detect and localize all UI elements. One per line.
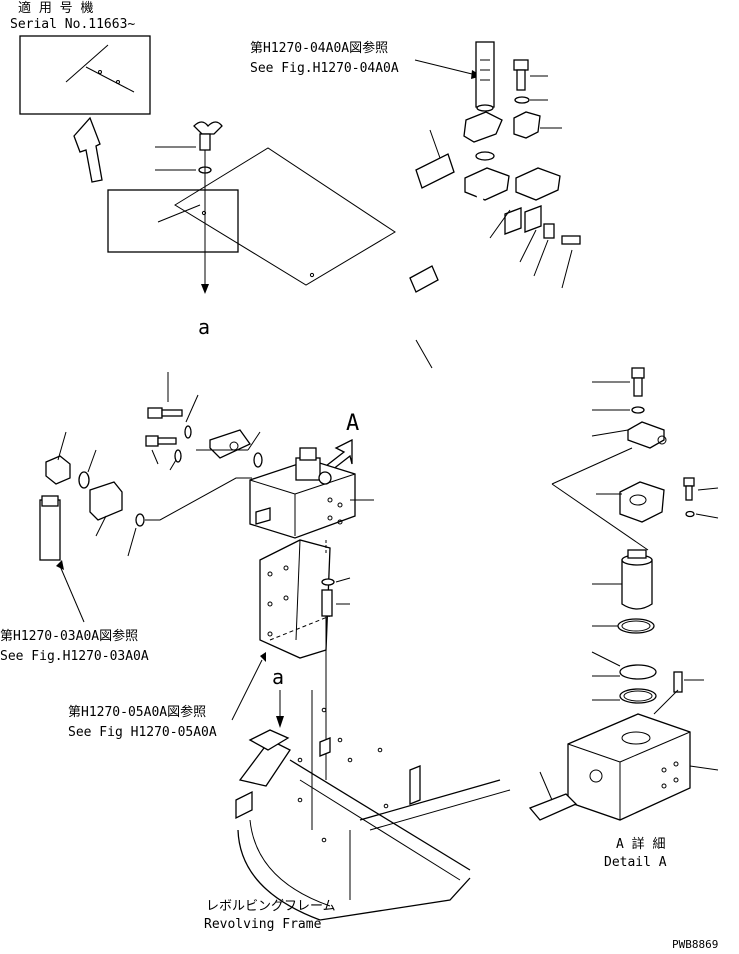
- ref-top-label-en: See Fig.H1270-04A0A: [250, 61, 399, 76]
- detail-pin: [673, 671, 683, 693]
- bracket-bolt-icon: [321, 589, 333, 617]
- ref-left-label-jp: 第H1270-03A0A図参照: [0, 628, 138, 644]
- valve-block: [249, 447, 374, 539]
- top-swivel-group: 第H1270-04A0A図参照 See Fig.H1270-04A0A: [250, 40, 581, 289]
- valve-fitting: [255, 507, 271, 525]
- point-a-top-label: a: [198, 315, 210, 339]
- detail-flange-plate: [619, 481, 665, 523]
- detail-label-en: Detail A: [604, 855, 667, 870]
- elbow-fitting: [45, 455, 71, 485]
- upper-hose: [475, 41, 495, 108]
- floor-plate-group: a: [107, 121, 396, 339]
- floor-plate: [174, 147, 396, 286]
- wing-bolt-icon: [193, 121, 223, 135]
- pipe-fitting: [409, 265, 439, 293]
- left-fittings-group: 第H1270-03A0A図参照 See Fig.H1270-03A0A: [0, 431, 252, 664]
- pipe-flange-right: [515, 167, 561, 201]
- inset-arrow-icon: [73, 116, 103, 183]
- frame-label-en: Revolving Frame: [204, 917, 322, 932]
- serial-label-jp: 適 用 号 機: [18, 0, 93, 16]
- left-hose: [39, 499, 61, 561]
- detail-a: A 詳 細 Detail A: [528, 367, 719, 870]
- pipe-bolt-1: [161, 409, 183, 417]
- main-pipe: [145, 190, 484, 471]
- detail-bolt-icon: [633, 377, 643, 397]
- point-a-bottom-label: a: [272, 665, 284, 689]
- flange-bolt-icon: [561, 235, 581, 245]
- ref-left-label-en: See Fig.H1270-03A0A: [0, 649, 149, 664]
- upper-flange: [463, 111, 503, 143]
- detail-valve-block: [567, 713, 691, 821]
- view-a-label: A: [346, 411, 359, 436]
- clamp-pad: [415, 153, 455, 189]
- serial-inset-box: [19, 35, 151, 115]
- split-flange: [513, 111, 541, 139]
- bolt-icon: [516, 69, 526, 91]
- ref-mid-group: 第H1270-05A0A図参照 See Fig H1270-05A0A a: [68, 652, 284, 740]
- detail-flange: [627, 421, 665, 449]
- detail-o-ring-2: [619, 664, 657, 680]
- drawing-code: PWB8869: [672, 938, 718, 951]
- o-ring-icon: [475, 151, 495, 161]
- relief-valve-icon: [295, 457, 321, 481]
- detail-label-jp: A 詳 細: [616, 836, 665, 852]
- frame-label-jp: レボルビングフレーム: [206, 899, 336, 914]
- adapter-fitting: [89, 481, 123, 521]
- pipe-bolt-2: [157, 437, 177, 445]
- view-arrow-icon: [324, 438, 353, 471]
- ref-mid-label-jp: 第H1270-05A0A図参照: [68, 704, 206, 720]
- ref-top-label-jp: 第H1270-04A0A図参照: [250, 40, 388, 56]
- serial-label-en: Serial No.11663~: [10, 17, 135, 32]
- support-bracket: [259, 539, 351, 780]
- serial-inset: 適 用 号 機 Serial No.11663~: [10, 0, 151, 183]
- pipe-flange-left: [464, 167, 510, 201]
- ref-mid-label-en: See Fig H1270-05A0A: [68, 725, 217, 740]
- detail-cartridge: [528, 793, 578, 821]
- plate-outline-box: [107, 189, 239, 253]
- revolving-frame: レボルビングフレーム Revolving Frame: [204, 690, 511, 932]
- view-a-indicator: A: [324, 411, 359, 471]
